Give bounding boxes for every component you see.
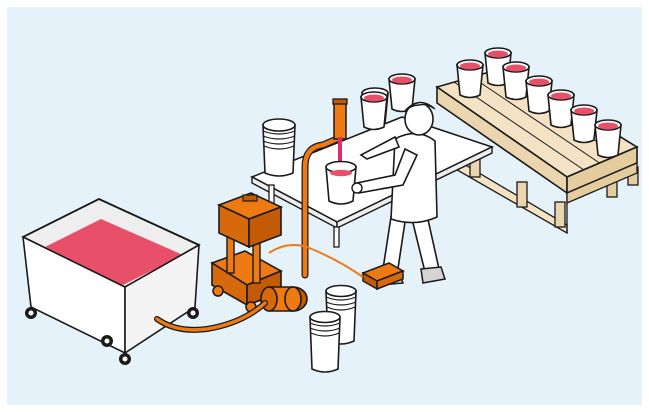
empty-bucket-stack-table (263, 119, 295, 176)
empty-bucket-stack-floor-front (310, 312, 340, 373)
paint-vat-cart (23, 199, 199, 365)
pedal-cable (269, 245, 363, 277)
paint-filling-illustration (7, 7, 642, 405)
bucket-being-filled (326, 162, 356, 205)
foot-pedal (363, 263, 403, 289)
illustration-background (7, 7, 642, 405)
transfer-pump (212, 193, 307, 312)
